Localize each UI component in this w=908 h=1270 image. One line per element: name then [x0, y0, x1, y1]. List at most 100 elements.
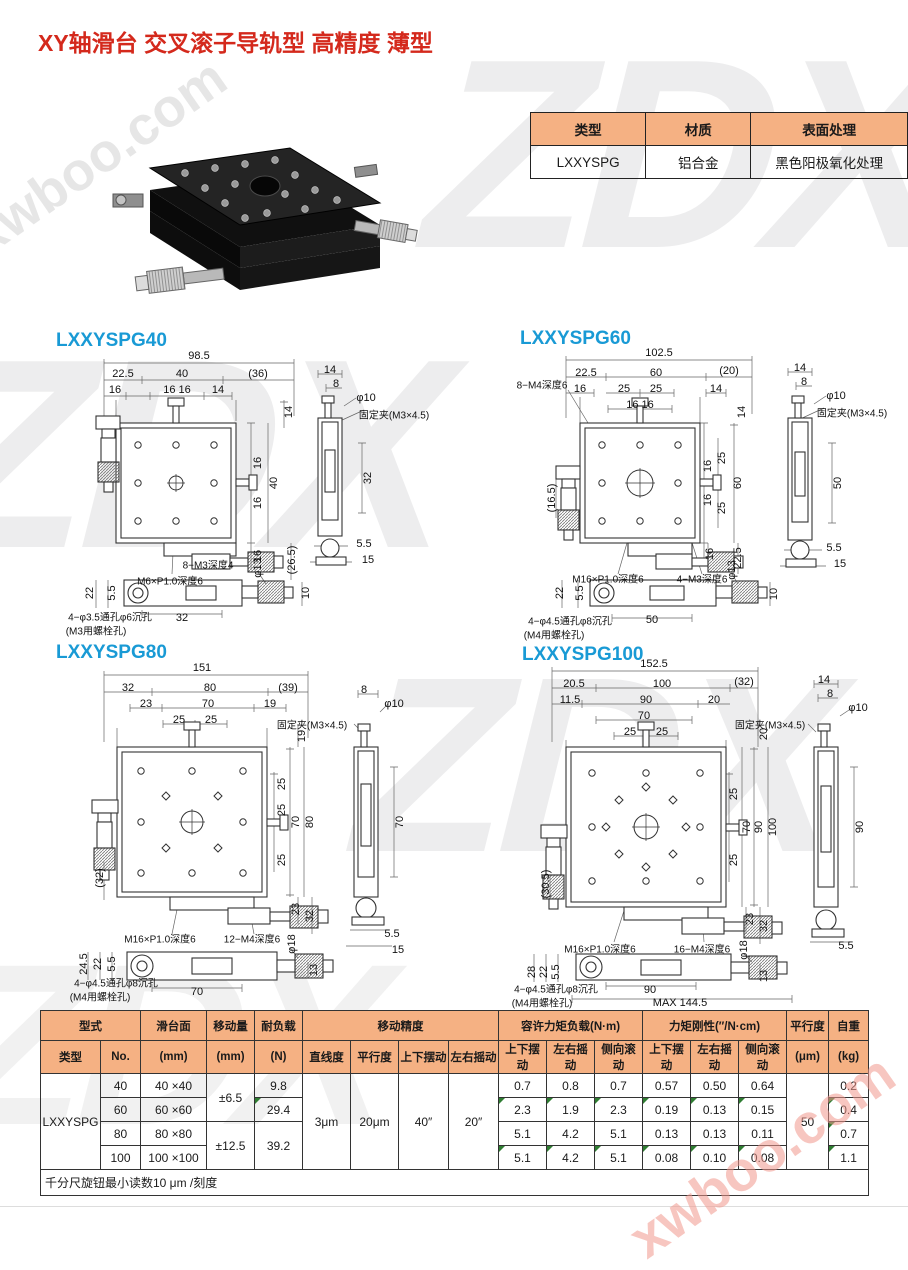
cell-parallel: 50 — [786, 1073, 830, 1170]
dim-label: (20) — [719, 365, 739, 377]
dim-label: 22 — [84, 586, 96, 600]
cell-moment: 5.1 — [498, 1145, 547, 1170]
dim-label: 5.5 — [574, 585, 586, 601]
dim-label: (36) — [248, 368, 268, 380]
technical-drawing — [555, 356, 836, 622]
cell-load: 39.2 — [254, 1121, 303, 1170]
dim-label: (26.5) — [286, 545, 298, 575]
cell-moment: 5.1 — [593, 1121, 644, 1146]
subheader-yaw1: 左右摇动 — [448, 1040, 499, 1074]
subheader-n: (N) — [254, 1040, 303, 1074]
cell-rigidity: 0.11 — [738, 1121, 788, 1146]
dim-label: 25 — [617, 383, 631, 395]
cell-surface: 40 ×40 — [140, 1073, 207, 1098]
dim-label: 10 — [300, 586, 312, 600]
cell-straightness: 3μm — [302, 1073, 351, 1170]
dim-label: 16 16 — [626, 399, 654, 411]
dim-label: 25 — [649, 383, 663, 395]
micrometer-right — [353, 219, 418, 243]
dim-label: 32 — [121, 682, 135, 694]
dim-label: 13 — [308, 963, 320, 977]
dim-label: (32) — [94, 868, 106, 888]
dim-label: MAX 144.5 — [652, 997, 708, 1009]
dim-label: 12−M4深度6 — [223, 934, 281, 946]
cell-surface: 100 ×100 — [140, 1145, 207, 1170]
cell-rigidity: 0.64 — [738, 1073, 788, 1098]
stage-body — [148, 147, 382, 290]
dim-label: 4−φ4.5通孔φ8沉孔 — [74, 978, 158, 990]
dim-label: 8−M3深度4 — [182, 560, 234, 572]
dim-label: (32) — [734, 676, 754, 688]
drawing-title: LXXYSPG100 — [522, 644, 644, 665]
dim-label: φ18 — [738, 940, 750, 960]
cell-pitch: 40″ — [398, 1073, 449, 1170]
table-row: 100 100 ×100 5.1 4.2 5.1 0.08 0.10 0.08 … — [41, 1145, 870, 1170]
header-surface: 滑台面 — [140, 1010, 207, 1041]
dim-label: 4−φ4.5通孔φ8沉孔 — [514, 984, 598, 996]
dim-label: 19 — [296, 729, 308, 743]
dim-label: 8 — [800, 376, 808, 388]
technical-drawing — [95, 359, 366, 618]
dim-label: 5.5 — [838, 940, 854, 952]
cell-load: 29.4 — [254, 1097, 303, 1122]
dim-label: 28 — [526, 965, 538, 979]
dim-label: 23 — [290, 902, 302, 916]
cell-no: 80 — [100, 1121, 141, 1146]
dim-label: (M4用螺栓孔) — [511, 998, 573, 1010]
dim-label: 25 — [172, 714, 186, 726]
dim-label: 70 — [290, 815, 302, 829]
dim-label: 20 — [758, 727, 770, 741]
dim-label: 80 — [304, 815, 316, 829]
dim-label: φ13 — [252, 558, 264, 578]
dim-label: 4−φ4.5通孔φ8沉孔 — [528, 616, 612, 628]
dim-label: (39) — [278, 682, 298, 694]
subheader-type: 类型 — [40, 1040, 101, 1074]
cell-rigidity: 0.50 — [690, 1073, 740, 1098]
dim-label: 11.5 — [559, 694, 581, 706]
dim-label: 16 — [704, 547, 716, 561]
dim-label: 40 — [175, 368, 189, 380]
subheader-roll2: 侧向滚动 — [593, 1040, 644, 1074]
info-value-finish: 黑色阳极氧化处理 — [750, 145, 908, 179]
dim-label: 70 — [394, 815, 406, 829]
header-rigidity-group: 力矩刚性(″/N·cm) — [642, 1010, 788, 1041]
cell-model: LXXYSPG — [40, 1073, 101, 1170]
dim-label: 14 — [211, 384, 225, 396]
dim-label: 102.5 — [645, 347, 673, 359]
dim-label: φ10 — [356, 392, 376, 404]
dim-label: M16×P1.0深度6 — [572, 574, 644, 586]
dim-label: 4−M3深度6 — [676, 574, 728, 586]
dim-label: (M4用螺栓孔) — [69, 992, 131, 1004]
dim-label: 98.5 — [188, 350, 210, 362]
dim-label: 10 — [768, 587, 780, 601]
cell-travel: ±12.5 — [206, 1121, 255, 1170]
dim-label: M16×P1.0深度6 — [124, 934, 196, 946]
table-footnote: 千分尺旋钮最小读数10 μm /刻度 — [39, 1169, 870, 1196]
dim-label: 5.5 — [826, 542, 842, 554]
cell-no: 100 — [100, 1145, 141, 1170]
dim-label: 14 — [817, 674, 831, 686]
page-title: XY轴滑台 交叉滚子导轨型 高精度 薄型 — [38, 30, 433, 56]
dim-label: 20 — [707, 694, 721, 706]
dim-label: 15 — [833, 558, 847, 570]
dim-label: M16×P1.0深度6 — [564, 944, 636, 956]
dim-label: 5.5 — [106, 585, 118, 601]
dim-label: 90 — [639, 694, 653, 706]
info-header-finish: 表面处理 — [750, 112, 908, 146]
subheader-mm2: (mm) — [206, 1040, 255, 1074]
dim-label: 5.5 — [356, 538, 372, 550]
dim-label: 14 — [709, 383, 723, 395]
subheader-pitch2: 上下摆动 — [498, 1040, 547, 1074]
cell-moment: 5.1 — [498, 1121, 547, 1146]
dim-label: 16 — [108, 384, 122, 396]
drawing-title: LXXYSPG40 — [56, 330, 167, 351]
header-model-group: 型式 — [40, 1010, 141, 1041]
header-parallel: 平行度 — [786, 1010, 830, 1041]
subheader-um: (μm) — [786, 1040, 830, 1074]
dim-label: φ10 — [848, 702, 868, 714]
dim-label: φ10 — [826, 390, 846, 402]
dim-label: 25 — [716, 501, 728, 515]
